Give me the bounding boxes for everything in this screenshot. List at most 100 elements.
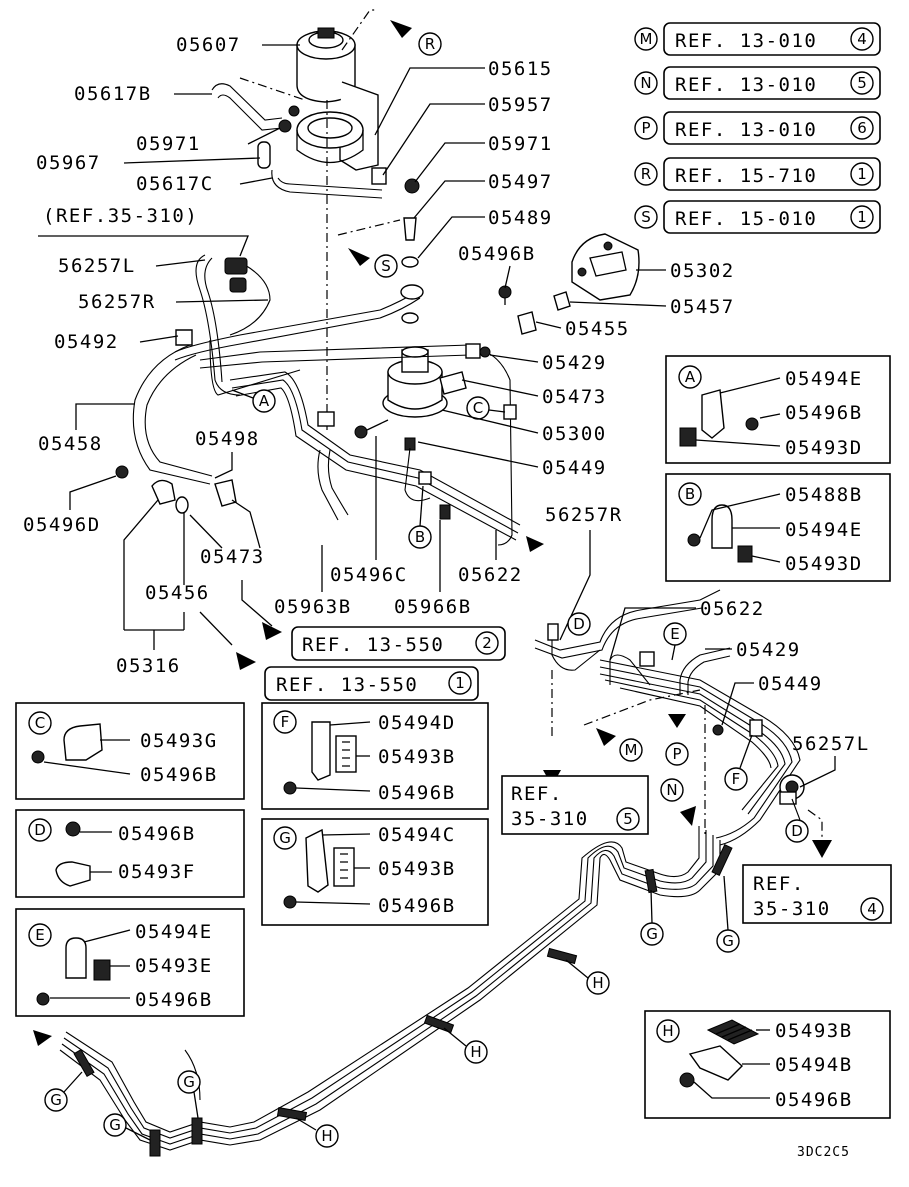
label-05302[interactable]: 05302: [670, 260, 735, 282]
legend-b-item-3: 05493D: [785, 553, 863, 575]
ref-row-n[interactable]: N REF. 13-010 5: [634, 66, 881, 100]
label-05622-right[interactable]: 05622: [700, 598, 765, 620]
legend-box-d[interactable]: D 05496B 05493F: [15, 809, 245, 898]
ref-text-s: REF. 15-010: [675, 208, 817, 230]
label-ref-35-310[interactable]: (REF.35-310): [43, 205, 198, 227]
label-05449-top[interactable]: 05449: [542, 457, 607, 479]
ref-num-r: 1: [857, 165, 867, 183]
label-05963B[interactable]: 05963B: [274, 596, 352, 618]
legend-box-b[interactable]: B 05488B 05494E 05493D: [665, 473, 891, 582]
label-56257R-top[interactable]: 56257R: [78, 291, 156, 313]
legend-b-letter: B: [685, 485, 695, 503]
label-05492[interactable]: 05492: [54, 331, 119, 353]
ref-13-550-2-text: REF. 13-550: [302, 634, 444, 656]
callout-m: M: [625, 741, 638, 759]
ref-row-p[interactable]: P REF. 13-010 6: [634, 111, 881, 145]
label-05971-left[interactable]: 05971: [136, 133, 201, 155]
legend-box-c[interactable]: C 05493G 05496B: [15, 702, 245, 800]
legend-b-item-2: 05494E: [785, 519, 863, 541]
label-05489[interactable]: 05489: [488, 207, 553, 229]
ref-row-r[interactable]: R REF. 15-710 1: [634, 157, 881, 191]
callout-c: C: [473, 399, 483, 417]
arrow-to-s: S: [348, 248, 398, 278]
label-05456[interactable]: 05456: [145, 582, 210, 604]
legend-g-item-1: 05494C: [378, 824, 456, 846]
ref-row-m[interactable]: M REF. 13-010 4: [634, 22, 881, 56]
legend-a-letter: A: [685, 368, 696, 386]
label-05316[interactable]: 05316: [116, 655, 181, 677]
fuel-lines-upper: [115, 254, 521, 546]
legend-b-item-1: 05488B: [785, 484, 863, 506]
callout-s: S: [381, 257, 391, 275]
part-labels-right: 05622 05429 05449 56257L: [609, 598, 870, 788]
legend-box-h[interactable]: H 05493B 05494B 05496B: [644, 1010, 891, 1119]
label-05966B[interactable]: 05966B: [394, 596, 472, 618]
ref-text-p: REF. 13-010: [675, 119, 817, 141]
callouts-lower: D E F D M P N G G H H H G G: [44, 612, 809, 1148]
label-05300[interactable]: 05300: [542, 423, 607, 445]
ref-text-m: REF. 13-010: [675, 30, 817, 52]
label-05449-right[interactable]: 05449: [758, 673, 823, 695]
ref-13-550-1-text: REF. 13-550: [276, 674, 418, 696]
label-56257R-mid[interactable]: 56257R: [545, 504, 623, 526]
legend-box-f[interactable]: F 05494D 05493B 05496B: [261, 702, 489, 810]
label-05429-right[interactable]: 05429: [736, 639, 801, 661]
ref-text-n: REF. 13-010: [675, 74, 817, 96]
label-05457[interactable]: 05457: [670, 296, 735, 318]
callout-g-4: G: [183, 1073, 195, 1091]
ref-num-m: 4: [857, 30, 867, 48]
ref-letter-m: M: [640, 30, 653, 48]
label-05473-mid[interactable]: 05473: [200, 546, 265, 568]
label-05607[interactable]: 05607: [176, 34, 241, 56]
legend-h-item-2: 05494B: [775, 1054, 853, 1076]
callout-g-1: G: [646, 925, 658, 943]
label-05971-right[interactable]: 05971: [488, 133, 553, 155]
callout-g-2: G: [722, 932, 734, 950]
ref-35-310-4-num: 4: [867, 900, 877, 918]
legend-e-item-1: 05494E: [135, 921, 213, 943]
label-56257L-top[interactable]: 56257L: [58, 255, 136, 277]
legend-e-item-3: 05496B: [135, 989, 213, 1011]
label-05455[interactable]: 05455: [565, 318, 630, 340]
label-05967[interactable]: 05967: [36, 152, 101, 174]
label-05615[interactable]: 05615: [488, 58, 553, 80]
legend-box-g[interactable]: G 05494C 05493B 05496B: [261, 818, 489, 926]
bracket-05302: [498, 233, 640, 335]
legend-c-item-1: 05493G: [140, 730, 218, 752]
ref-35-310-5-num: 5: [623, 810, 633, 828]
label-05498[interactable]: 05498: [195, 428, 260, 450]
label-05496C[interactable]: 05496C: [330, 564, 408, 586]
label-05617B[interactable]: 05617B: [74, 83, 152, 105]
label-05473-top[interactable]: 05473: [542, 386, 607, 408]
ref-text-r: REF. 15-710: [675, 165, 817, 187]
arrow-to-r: R: [390, 20, 442, 56]
fuel-lines-right: [33, 589, 823, 1157]
label-05496D[interactable]: 05496D: [23, 514, 101, 536]
label-05617C[interactable]: 05617C: [136, 173, 214, 195]
ref-box-13-550-2[interactable]: REF. 13-550 2: [262, 622, 506, 661]
legend-a-item-1: 05494E: [785, 368, 863, 390]
label-05622-mid[interactable]: 05622: [458, 564, 523, 586]
label-56257L-right[interactable]: 56257L: [792, 733, 870, 755]
ref-box-35-310-4[interactable]: REF. 35-310 4: [742, 840, 892, 924]
callout-e: E: [670, 625, 679, 643]
ref-box-13-550-1[interactable]: REF. 13-550 1: [236, 652, 479, 701]
label-05458[interactable]: 05458: [38, 433, 103, 455]
ref-row-s[interactable]: S REF. 15-010 1: [634, 200, 881, 234]
label-05429-top[interactable]: 05429: [542, 352, 607, 374]
legend-d-item-1: 05496B: [118, 823, 196, 845]
legend-box-a[interactable]: A 05494E 05496B 05493D: [665, 355, 891, 464]
ref-letter-r: R: [641, 165, 651, 183]
legend-g-item-3: 05496B: [378, 895, 456, 917]
label-05496B-top[interactable]: 05496B: [458, 243, 536, 265]
ref-13-550-2-num: 2: [482, 634, 492, 652]
ref-box-35-310-5[interactable]: REF. 35-310 5: [501, 770, 649, 835]
ref-13-550-1-num: 1: [455, 674, 465, 692]
callout-r: R: [425, 35, 435, 53]
label-05497[interactable]: 05497: [488, 171, 553, 193]
callout-g-3: G: [50, 1091, 62, 1109]
legend-c-letter: C: [35, 714, 45, 732]
label-05957[interactable]: 05957: [488, 94, 553, 116]
legend-box-e[interactable]: E 05494E 05493E 05496B: [15, 908, 245, 1017]
